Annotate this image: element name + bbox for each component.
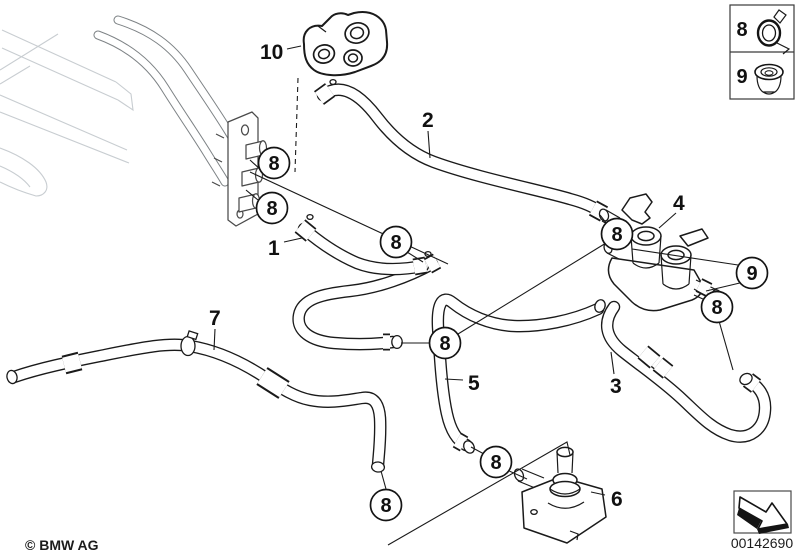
water-valve-assembly xyxy=(594,193,723,313)
callout-clamp-4[interactable]: 8 xyxy=(600,217,634,251)
callout-clamp-1[interactable]: 8 xyxy=(257,146,291,180)
pipe-flange xyxy=(211,111,268,227)
part-label-5[interactable]: 5 xyxy=(468,372,480,395)
legend-box: 8 9 xyxy=(729,4,795,100)
callout-label: 8 xyxy=(439,333,450,355)
part-labels: 1 2 3 4 5 6 7 10 xyxy=(209,41,685,511)
legend-item-grommet[interactable]: 9 xyxy=(736,63,784,95)
callout-label: 8 xyxy=(611,224,622,246)
hose-clamp-legend-icon xyxy=(756,9,791,55)
grommet-legend-icon xyxy=(754,63,784,95)
hose-3-path xyxy=(600,300,772,443)
part-label-6[interactable]: 6 xyxy=(611,488,623,511)
callout-clamp-2[interactable]: 8 xyxy=(255,191,289,225)
part-label-4[interactable]: 4 xyxy=(673,192,685,215)
callout-label: 8 xyxy=(266,198,277,220)
part-label-7[interactable]: 7 xyxy=(209,307,221,330)
callout-label: 8 xyxy=(268,153,279,175)
hose-open-ends xyxy=(6,334,753,473)
part-label-3[interactable]: 3 xyxy=(610,375,622,398)
callout-clamp-5[interactable]: 8 xyxy=(428,326,462,360)
legend-grommet-number: 9 xyxy=(736,66,747,88)
part-label-1[interactable]: 1 xyxy=(268,237,280,260)
part-label-10[interactable]: 10 xyxy=(260,41,283,64)
doc-number: 00142690 xyxy=(731,535,794,551)
hose-collars xyxy=(61,78,762,452)
callout-label: 8 xyxy=(380,495,391,517)
direction-arrow-box xyxy=(733,490,792,534)
callout-clamp-3[interactable]: 8 xyxy=(379,225,413,259)
legend-clamp-number: 8 xyxy=(736,19,747,41)
callout-label: 8 xyxy=(711,297,722,319)
callout-grommet[interactable]: 9 xyxy=(735,256,769,290)
direction-arrow-icon xyxy=(737,496,789,534)
callout-clamp-8[interactable]: 8 xyxy=(369,488,403,522)
callout-clamp-6[interactable]: 8 xyxy=(700,290,734,324)
callout-label: 9 xyxy=(746,263,757,285)
callout-label: 8 xyxy=(390,232,401,254)
mounting-dashed-line xyxy=(294,77,299,173)
part-label-2[interactable]: 2 xyxy=(422,109,434,132)
mounting-bracket xyxy=(302,11,389,77)
leader-lines xyxy=(245,159,745,546)
callout-label: 8 xyxy=(490,452,501,474)
callouts: 8 8 8 8 8 8 8 8 9 xyxy=(255,146,769,522)
callout-clamp-7[interactable]: 8 xyxy=(479,445,513,479)
hose-clamp-icon xyxy=(180,330,199,357)
legend-item-clamp[interactable]: 8 xyxy=(736,9,791,55)
heater-core xyxy=(0,29,134,197)
copyright: © BMW AG xyxy=(25,537,99,553)
aux-water-pump xyxy=(513,446,607,544)
